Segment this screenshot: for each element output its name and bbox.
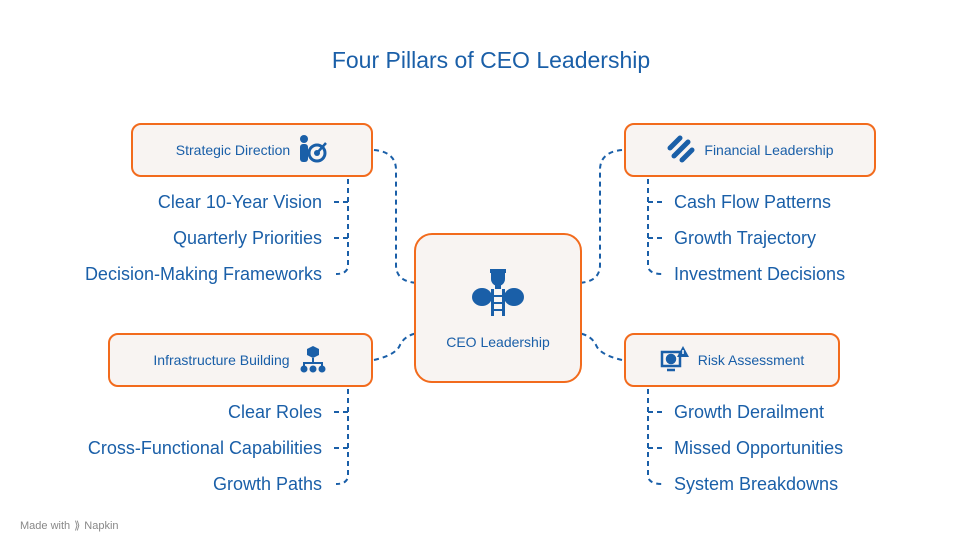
diagram-title: Four Pillars of CEO Leadership — [331, 47, 651, 73]
hierarchy-icon — [298, 344, 328, 377]
financial-item: Growth Trajectory — [674, 228, 817, 248]
connector-infrastructure-items — [334, 389, 349, 485]
connector-infrastructure — [373, 332, 419, 361]
pillar-financial-leadership: Financial Leadership — [624, 123, 876, 177]
pillar-infrastructure-building: Infrastructure Building — [108, 333, 373, 387]
connector-strategic — [373, 149, 419, 284]
pillar-label: Infrastructure Building — [153, 352, 290, 368]
risk-item: Missed Opportunities — [674, 438, 844, 458]
napkin-logo-icon: ⟫ — [74, 520, 81, 532]
pillar-label: Financial Leadership — [704, 142, 834, 158]
center-node: CEO Leadership — [414, 233, 582, 383]
pillar-label: Strategic Direction — [175, 142, 291, 158]
connector-risk — [577, 332, 623, 361]
trophy-ladder-icon — [472, 267, 524, 320]
pillar-risk-assessment: Risk Assessment — [624, 333, 840, 387]
connector-strategic-items — [334, 179, 349, 275]
infrastructure-item: Clear Roles — [227, 402, 322, 422]
brand-text: Napkin — [84, 519, 119, 532]
infrastructure-item: Growth Paths — [212, 474, 322, 494]
center-label: CEO Leadership — [446, 333, 550, 350]
pillar-strategic-direction: Strategic Direction — [131, 123, 373, 177]
strategic-item: Clear 10-Year Vision — [157, 192, 322, 212]
connector-risk-items — [647, 389, 664, 485]
risk-item: Growth Derailment — [674, 402, 825, 422]
connector-financial-items — [647, 179, 664, 275]
monitor-warning-icon — [660, 344, 690, 377]
connector-financial — [577, 149, 623, 284]
pills-chart-icon — [666, 134, 696, 167]
financial-item: Investment Decisions — [674, 264, 846, 284]
financial-item: Cash Flow Patterns — [674, 192, 832, 212]
pillar-label: Risk Assessment — [697, 352, 805, 368]
person-target-icon — [298, 134, 328, 167]
made-with-napkin: Made with ⟫ Napkin — [20, 519, 119, 533]
strategic-item: Quarterly Priorities — [172, 228, 322, 248]
made-with-text: Made with — [20, 519, 71, 532]
risk-item: System Breakdowns — [674, 474, 839, 494]
infrastructure-item: Cross-Functional Capabilities — [87, 438, 322, 458]
strategic-item: Decision-Making Frameworks — [84, 264, 322, 284]
